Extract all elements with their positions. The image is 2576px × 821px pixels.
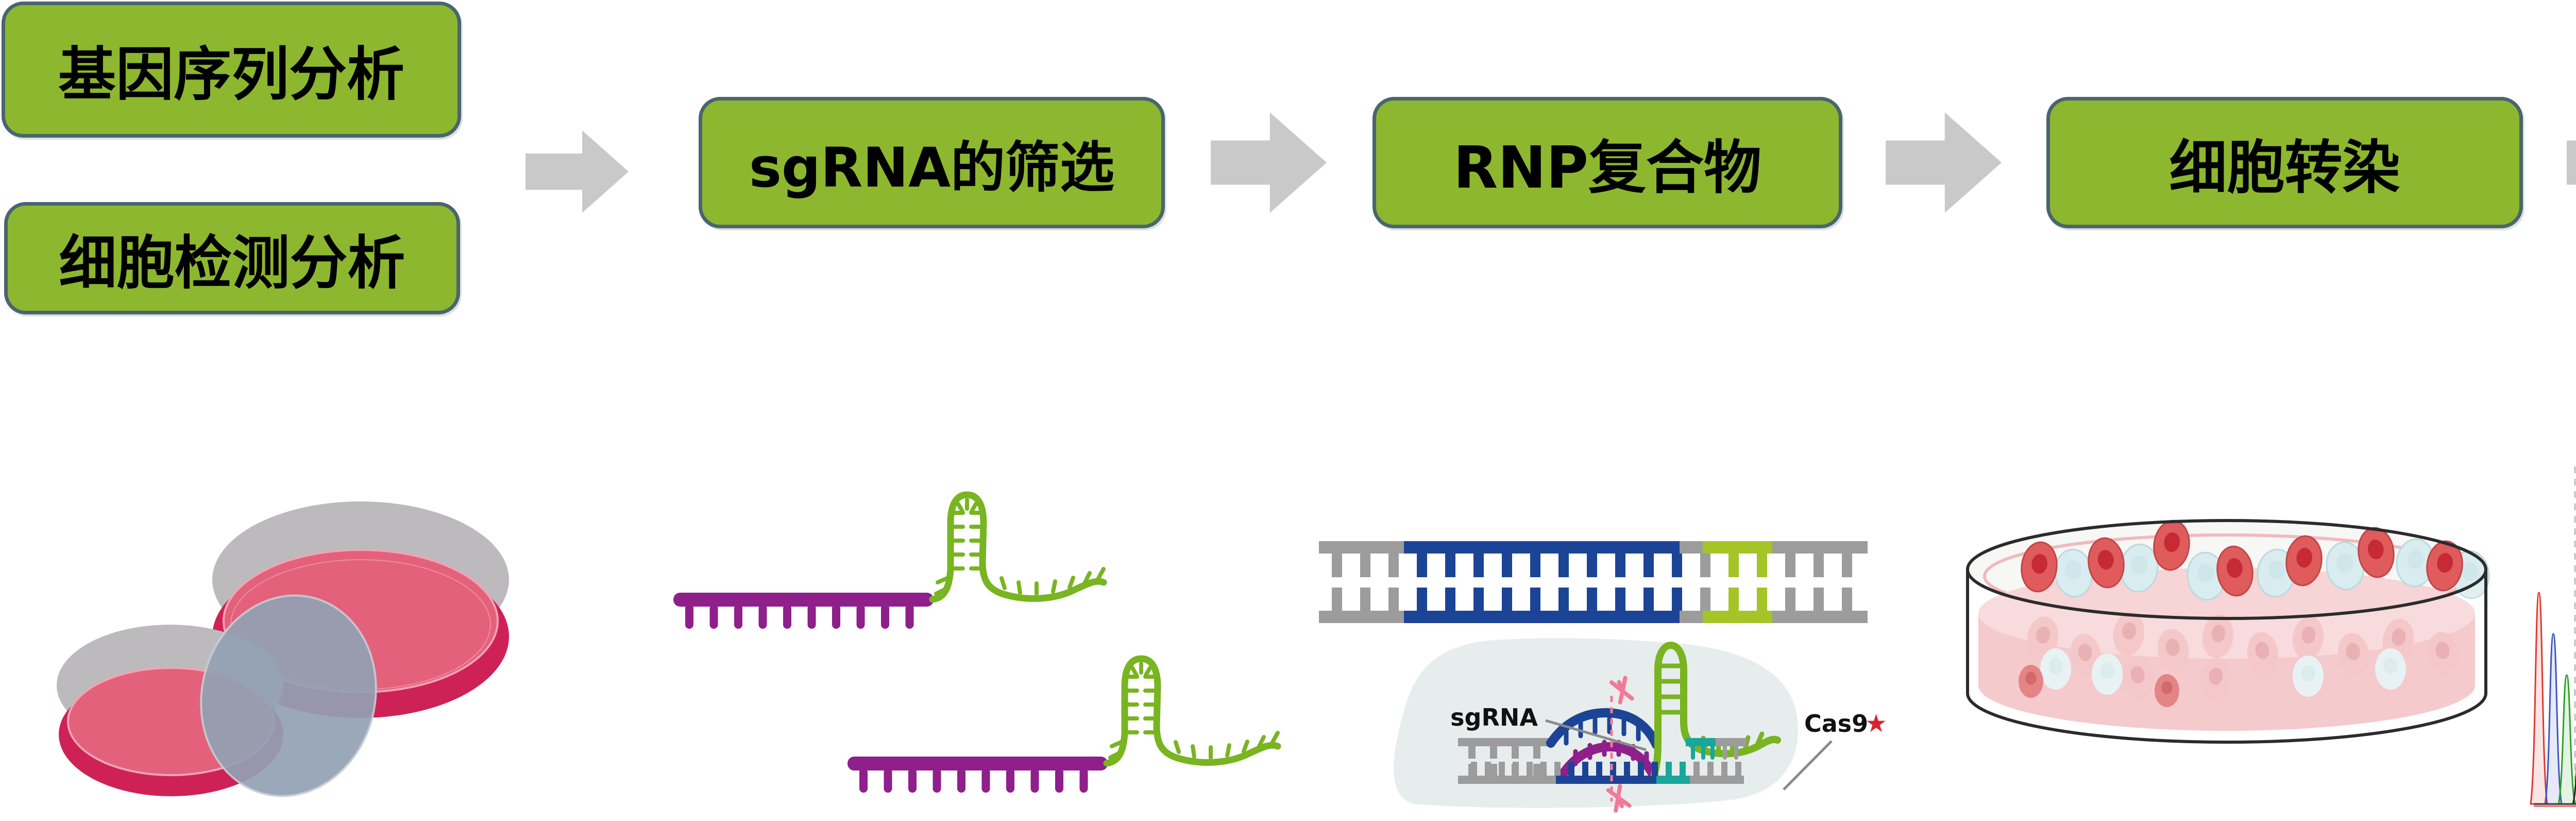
flow-step-gene-sequence-analysis: 基因序列分析 <box>2 2 461 138</box>
rnp-complex-illustration: sgRNA Cas9 ★ <box>1319 541 1887 813</box>
flow-step-cell-test-analysis: 细胞检测分析 <box>4 202 460 314</box>
cas9-label: Cas9 <box>1804 710 1868 738</box>
flow-step-label: 细胞转染 <box>2169 134 2400 202</box>
flow-step-sgrna-screening: sgRNA的筛选 <box>699 97 1165 228</box>
flow-step-label: RNP复合物 <box>1453 134 1762 202</box>
sgrna-label: sgRNA <box>1450 703 1538 731</box>
flow-step-label: 细胞检测分析 <box>59 230 405 297</box>
flow-step-label: 基因序列分析 <box>58 41 404 108</box>
sequencing-chromatogram <box>2530 466 2576 807</box>
flow-step-rnp-complex: RNP复合物 <box>1372 97 1842 228</box>
petri-dishes-illustration <box>57 501 509 797</box>
cas9-star-icon: ★ <box>1865 709 1887 738</box>
cut-site-scissors-icon <box>1606 676 1634 813</box>
flow-step-label: sgRNA的筛选 <box>749 136 1115 199</box>
transfection-dish-illustration <box>1966 519 2490 744</box>
flow-step-cell-transfection: 细胞转染 <box>2046 97 2523 228</box>
sgrna-illustration <box>673 491 1281 793</box>
